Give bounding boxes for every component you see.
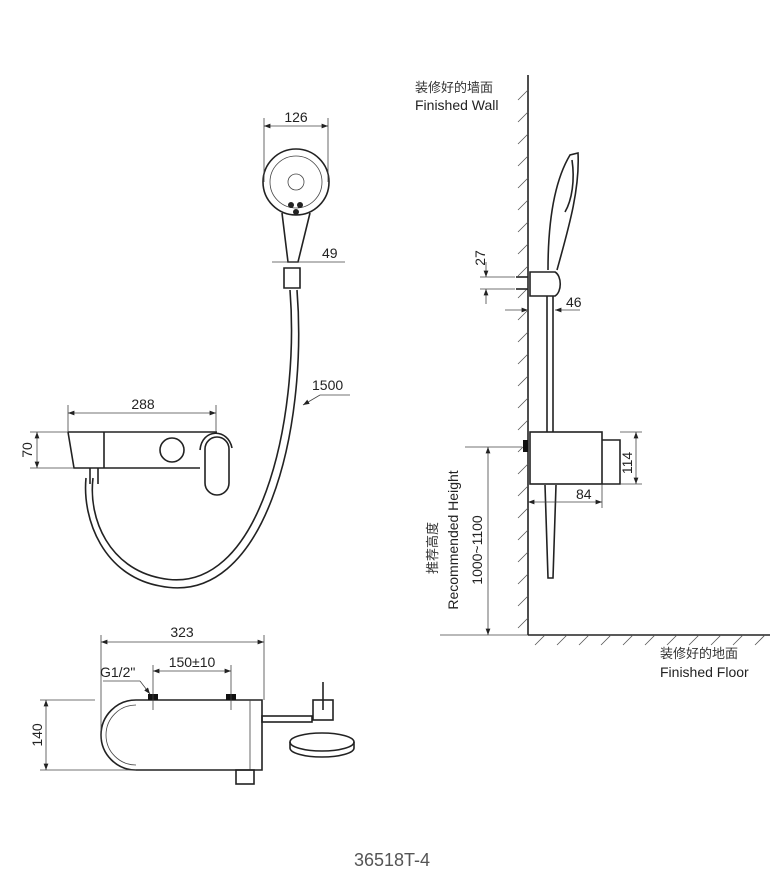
height-label-en: Recommended Height [445, 470, 461, 609]
dimension-body-depth: 140 [29, 699, 136, 771]
wall-hatch [517, 595, 529, 607]
dim-140: 140 [29, 723, 45, 747]
wall-hatch [517, 353, 529, 365]
floor-hatch [534, 634, 546, 646]
dim-46: 46 [566, 294, 582, 310]
dimension-valve-projection: 84 [528, 484, 603, 508]
dim-70: 70 [19, 442, 35, 458]
hand-shower-front [262, 148, 330, 289]
floor-hatch [732, 634, 744, 646]
dim-288: 288 [131, 396, 155, 412]
dimension-recommended-height: 推荐高度 Recommended Height 1000~1100 [425, 446, 528, 636]
wall-hatch [517, 199, 529, 211]
dimension-holder-spacing: 27 [472, 250, 515, 304]
floor-label-en: Finished Floor [660, 664, 749, 680]
dim-114: 114 [619, 452, 635, 475]
dim-84: 84 [576, 486, 592, 502]
floor-hatch [710, 634, 722, 646]
dimension-body-width: 288 [67, 396, 217, 432]
floor-hatch [578, 634, 590, 646]
floor-hatch [754, 634, 766, 646]
wall-hatch [517, 221, 529, 233]
floor-hatch [556, 634, 568, 646]
dim-27: 27 [472, 250, 488, 266]
wall-hatch [517, 111, 529, 123]
inlet-thread-label: G1/2" [100, 664, 135, 680]
dimension-total-width: 323 [100, 624, 265, 740]
wall-hatch [517, 177, 529, 189]
floor-hatch [666, 634, 678, 646]
wall-hatch [517, 573, 529, 585]
wall-hatch [517, 485, 529, 497]
wall-hatch [517, 419, 529, 431]
wall-hatch [517, 507, 529, 519]
wall-hatch [517, 133, 529, 145]
model-number: 36518T-4 [354, 850, 430, 870]
height-range: 1000~1100 [469, 515, 485, 585]
wall-label-en: Finished Wall [415, 97, 499, 113]
floor-hatch [688, 634, 700, 646]
dimension-holder-projection: 46 [505, 294, 582, 313]
dim-1500: 1500 [312, 377, 343, 393]
dimension-valve-height: 114 [619, 431, 642, 485]
height-label-cn: 推荐高度 [425, 522, 441, 574]
dimension-holder-width: 49 [272, 245, 345, 263]
dimension-body-height: 70 [19, 431, 74, 469]
dim-150: 150±10 [169, 654, 216, 670]
dim-126: 126 [284, 109, 308, 125]
wall-hatch [517, 529, 529, 541]
hand-shower-side [516, 151, 580, 579]
wall-hatch [517, 155, 529, 167]
wall-hatch [517, 243, 529, 255]
wall-hatch [517, 617, 529, 629]
mixer-body-front [67, 431, 233, 496]
floor-hatch [644, 634, 656, 646]
wall-hatch [517, 309, 529, 321]
wall-hatch [517, 397, 529, 409]
floor-hatch [622, 634, 634, 646]
mixer-side [523, 431, 621, 485]
hose: 1500 [84, 289, 350, 589]
dimension-inlet-spacing: 150±10 G1/2" [100, 654, 232, 710]
wall-hatch [517, 89, 529, 101]
wall-hatch [517, 375, 529, 387]
mixer-top-view [100, 682, 355, 785]
wall-label-cn: 装修好的墙面 [415, 80, 493, 96]
wall-hatch [517, 265, 529, 277]
wall-hatch [517, 551, 529, 563]
finished-wall [517, 75, 529, 635]
dimension-head-width: 126 [263, 109, 329, 182]
dim-323: 323 [170, 624, 194, 640]
dim-49: 49 [322, 245, 338, 261]
floor-hatch [600, 634, 612, 646]
floor-label-cn: 装修好的地面 [660, 646, 738, 662]
wall-hatch [517, 463, 529, 475]
finished-floor [528, 634, 770, 646]
wall-hatch [517, 331, 529, 343]
